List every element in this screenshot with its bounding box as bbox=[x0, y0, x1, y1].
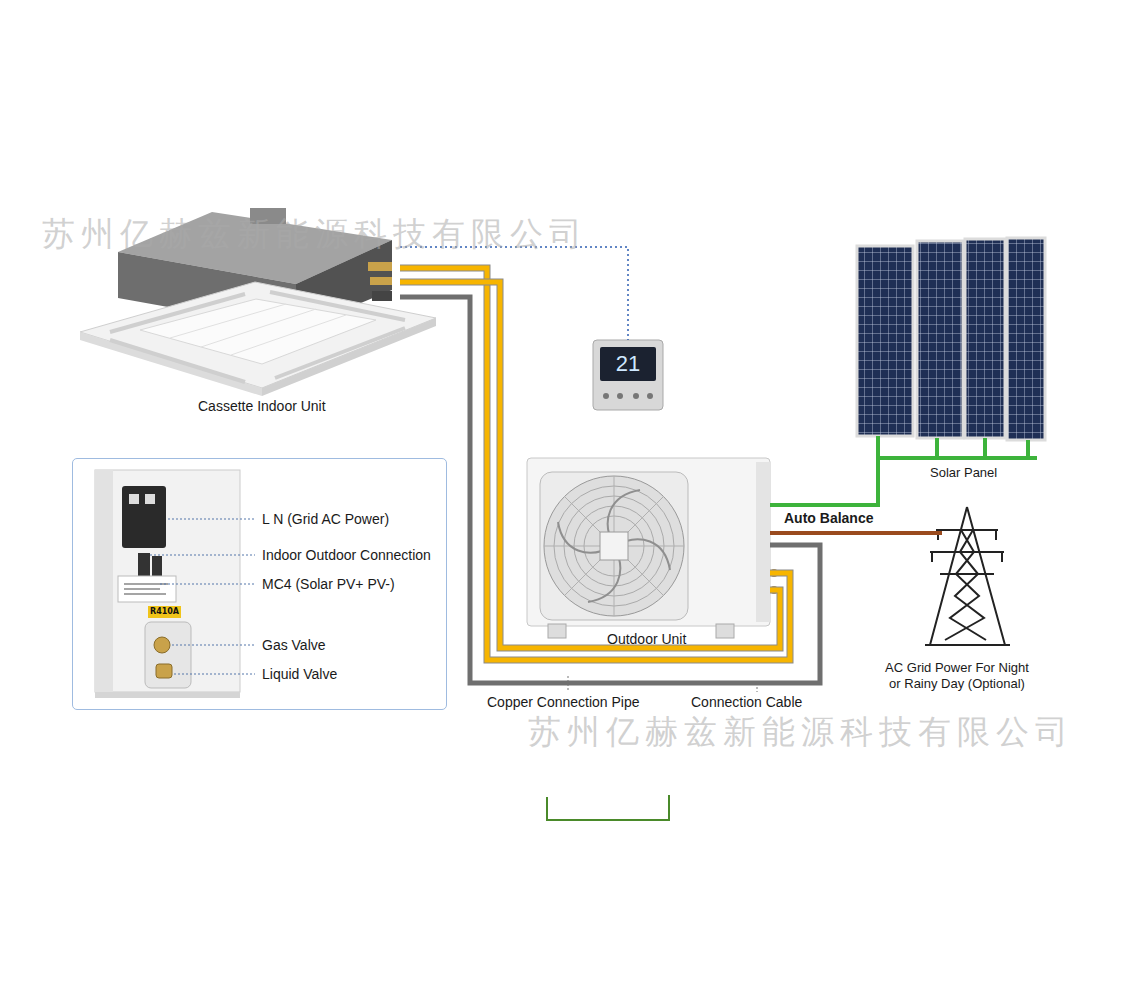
controller-illustration-part bbox=[600, 347, 656, 381]
inset-unit-illustration-part bbox=[95, 470, 240, 692]
copper-pipe-line bbox=[400, 282, 780, 648]
tower-illustration-part bbox=[930, 507, 1005, 645]
connector-label: Copper Connection Pipe bbox=[487, 694, 640, 711]
outdoor-unit-illustration-part bbox=[756, 462, 770, 622]
inset-unit-illustration-part bbox=[145, 622, 191, 688]
grid-wire bbox=[770, 533, 870, 534]
cassette-illustration-part bbox=[370, 277, 392, 285]
connector-label: Connection Cable bbox=[691, 694, 802, 711]
copper-pipe bbox=[400, 268, 790, 660]
valve-label: Gas Valve bbox=[262, 637, 442, 654]
outdoor-unit-illustration-part bbox=[558, 490, 670, 602]
tower-illustration-part bbox=[925, 644, 1010, 646]
tower-illustration-part bbox=[945, 530, 986, 640]
connection-cable-line bbox=[400, 297, 820, 683]
solar-wire bbox=[770, 480, 878, 505]
cassette-illustration-part bbox=[201, 309, 316, 347]
solar-panel-illustration-part bbox=[965, 239, 1005, 438]
grid-label: AC Grid Power For Night or Rainy Day (Op… bbox=[882, 660, 1032, 691]
inset-unit-illustration-part bbox=[124, 584, 168, 594]
inset-unit-illustration-part bbox=[152, 556, 162, 576]
grid-feed-wire bbox=[870, 531, 942, 535]
inset-unit-illustration-part bbox=[95, 470, 113, 692]
display-reading: 21 bbox=[600, 351, 656, 377]
outdoor-unit: Outdoor Unit bbox=[525, 455, 770, 645]
terminal-label: L N (Grid AC Power) bbox=[262, 511, 442, 528]
grid-wire-line bbox=[770, 531, 870, 535]
wall-controller: 21 bbox=[593, 340, 663, 410]
cassette-illustration-part bbox=[372, 291, 392, 301]
unit-label: Cassette Indoor Unit bbox=[198, 398, 358, 415]
cassette-illustration-part bbox=[140, 299, 376, 364]
terminal-label: Indoor Outdoor Connection bbox=[262, 547, 442, 564]
inset-unit-illustration-part bbox=[129, 494, 139, 504]
controller-illustration-part bbox=[647, 393, 653, 399]
grid-supply: AC Grid Power For Night or Rainy Day (Op… bbox=[870, 500, 1080, 715]
controller-illustration-part bbox=[603, 393, 609, 399]
controller-illustration-part bbox=[617, 393, 623, 399]
inset-unit-illustration bbox=[95, 470, 255, 698]
solar-panel-illustration-part bbox=[917, 241, 963, 438]
cassette-illustration-part bbox=[80, 282, 436, 388]
control-wire-line bbox=[400, 247, 628, 340]
unit-label: Outdoor Unit bbox=[607, 631, 717, 648]
refrigerant-tag: R410A bbox=[148, 606, 181, 618]
solar-panel-illustration-part bbox=[876, 436, 1037, 480]
solar-panel-illustration-part bbox=[1007, 238, 1045, 440]
valve-label: Liquid Valve bbox=[262, 666, 442, 683]
tower-illustration-part bbox=[932, 530, 1002, 562]
cassette-illustration-part bbox=[170, 304, 286, 338]
terminal-inset: L N (Grid AC Power) Indoor Outdoor Connec… bbox=[72, 458, 447, 710]
outdoor-unit-illustration-part bbox=[527, 458, 770, 626]
outdoor-unit-illustration-part bbox=[540, 472, 688, 620]
inset-unit-illustration-part bbox=[118, 576, 176, 602]
cassette-illustration-part bbox=[231, 315, 346, 355]
controller-illustration-part bbox=[593, 340, 663, 410]
solar-wire-line bbox=[770, 480, 878, 505]
tower-illustration-part bbox=[930, 530, 1004, 574]
control-wire bbox=[400, 247, 628, 340]
controller-illustration-part bbox=[633, 393, 639, 399]
watermark: 苏州亿赫兹新能源科技有限公司 bbox=[42, 214, 588, 254]
terminal-label: MC4 (Solar PV+ PV-) bbox=[262, 576, 442, 593]
outdoor-unit-illustration-part bbox=[548, 624, 566, 638]
inset-unit-illustration-part bbox=[150, 519, 255, 674]
inset-unit-illustration-part bbox=[156, 664, 172, 678]
cassette-illustration-part bbox=[368, 262, 392, 271]
outdoor-unit-illustration-part bbox=[716, 624, 734, 638]
connection-cable bbox=[400, 297, 820, 683]
solar-panel-illustration bbox=[857, 238, 1045, 480]
watermark: 苏州亿赫兹新能源科技有限公司 bbox=[528, 712, 1074, 752]
outdoor-unit-illustration-part bbox=[544, 476, 684, 616]
inset-unit-illustration-part bbox=[138, 553, 150, 579]
copper-pipe-line bbox=[400, 268, 790, 660]
inset-unit-illustration-part bbox=[95, 692, 240, 698]
panel-label: Solar Panel bbox=[930, 465, 1030, 481]
inset-unit-illustration-part bbox=[154, 637, 170, 653]
outdoor-unit-illustration-part bbox=[544, 476, 684, 616]
tower-illustration bbox=[925, 507, 1010, 645]
inset-unit-illustration-part bbox=[122, 486, 166, 548]
connector-label: Auto Balance bbox=[782, 510, 875, 527]
solar-panel-illustration-part bbox=[857, 246, 913, 436]
inset-unit-illustration-part bbox=[145, 494, 155, 504]
bracket-mark bbox=[547, 795, 669, 820]
outdoor-unit-illustration bbox=[527, 458, 778, 638]
copper-pipe-outline bbox=[400, 282, 780, 648]
solar-array: Solar Panel bbox=[850, 235, 1050, 480]
copper-pipe-outline bbox=[400, 268, 790, 660]
controller-illustration bbox=[593, 340, 663, 410]
outdoor-unit-illustration-part bbox=[600, 532, 628, 560]
